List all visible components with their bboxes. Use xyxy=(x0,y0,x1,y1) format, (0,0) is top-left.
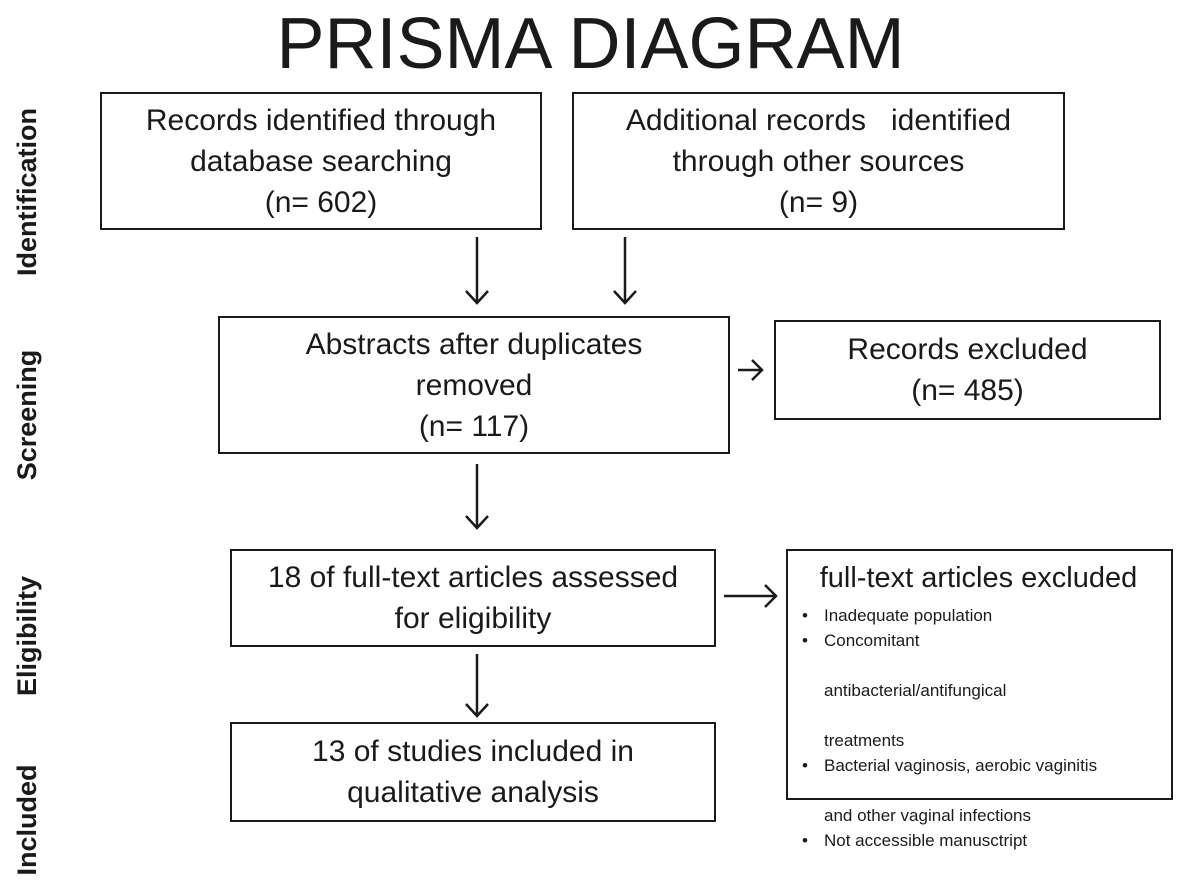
box-fulltext-assessed: 18 of full-text articles assessed for el… xyxy=(230,549,716,647)
box-additional-records: Additional records identified through ot… xyxy=(572,92,1065,230)
exclusion-reason: • Bacterial vaginosis, aerobic vaginitis… xyxy=(798,753,1097,828)
exclusion-reason-line: Not accessible manusctript xyxy=(824,831,1028,850)
box-fulltext-excluded-title: full-text articles excluded xyxy=(819,562,1138,594)
exclusion-reason: • Not accessible manusctript xyxy=(798,828,1097,853)
exclusion-reason-line: Concomitant xyxy=(824,631,920,650)
box-studies-included: 13 of studies included in qualitative an… xyxy=(230,722,716,822)
arrowhead-icon xyxy=(465,703,489,718)
box-studies-included-line1: 13 of studies included in xyxy=(312,735,634,768)
exclusion-reason-line: and other vaginal infections xyxy=(824,806,1031,825)
box-fulltext-assessed-line2: for eligibility xyxy=(394,602,552,635)
exclusion-reason: • Concomitant antibacterial/antifungical… xyxy=(798,628,1097,753)
stage-label-screening: Screening xyxy=(12,349,42,481)
box-database-records-line1: Records identified through xyxy=(145,103,497,137)
box-abstracts-line1: Abstracts after duplicates xyxy=(305,327,643,361)
exclusion-reason: • Inadequate population xyxy=(798,603,1097,628)
box-records-excluded: Records excluded (n= 485) xyxy=(774,320,1161,420)
box-studies-included-line2: qualitative analysis xyxy=(347,776,599,809)
box-abstracts: Abstracts after duplicates removed (n= 1… xyxy=(218,316,730,454)
bullet-icon: • xyxy=(802,756,808,775)
box-records-excluded-line1: Records excluded xyxy=(847,333,1088,366)
box-fulltext-excluded: full-text articles excluded • Inadequate… xyxy=(786,549,1173,850)
exclusion-reasons-list: • Inadequate population • Concomitant an… xyxy=(798,603,1097,853)
box-additional-records-line1: Additional records identified xyxy=(625,103,1012,137)
box-database-records-line2: database searching xyxy=(190,144,452,178)
bullet-icon: • xyxy=(802,631,808,650)
box-abstracts-count: (n= 117) xyxy=(418,409,530,443)
arrowhead-icon xyxy=(465,290,489,305)
arrowhead-icon xyxy=(613,290,637,305)
stage-label-identification: Identification xyxy=(12,108,42,276)
box-fulltext-assessed-line1: 18 of full-text articles assessed xyxy=(267,561,679,594)
box-database-records: Records identified through database sear… xyxy=(100,92,542,230)
exclusion-reason-line: Inadequate population xyxy=(824,606,993,625)
box-database-records-count: (n= 602) xyxy=(264,185,378,219)
bullet-icon: • xyxy=(802,606,808,625)
arrowhead-icon xyxy=(465,515,489,530)
stage-label-eligibility: Eligibility xyxy=(12,576,42,697)
box-abstracts-line2: removed xyxy=(415,368,533,402)
bullet-icon: • xyxy=(802,831,808,850)
exclusion-reason-line: Bacterial vaginosis, aerobic vaginitis xyxy=(824,756,1098,775)
box-additional-records-count: (n= 9) xyxy=(778,185,859,219)
arrowhead-icon xyxy=(764,584,778,608)
box-records-excluded-count: (n= 485) xyxy=(911,374,1024,407)
stage-label-included: Included xyxy=(12,764,42,876)
box-additional-records-line2: through other sources xyxy=(672,144,965,178)
exclusion-reason-line: antibacterial/antifungical xyxy=(824,681,1007,700)
exclusion-reason-line: treatments xyxy=(824,731,905,750)
arrowhead-icon xyxy=(751,359,764,381)
diagram-title: PRISMA DIAGRAM xyxy=(276,4,905,84)
